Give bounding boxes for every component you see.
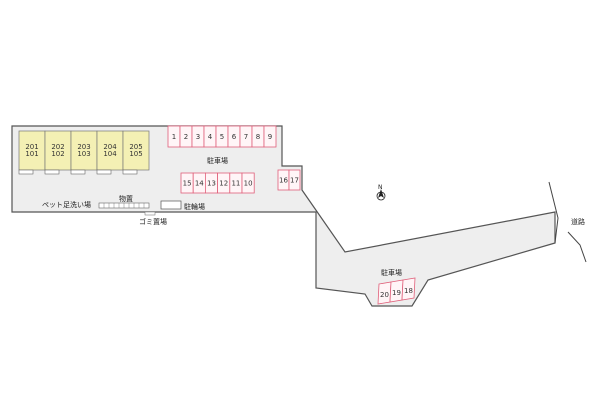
parking-space-number: 2: [184, 133, 188, 141]
unit-label-lower: 101: [25, 150, 38, 158]
bicycle-parking: [160, 200, 182, 210]
unit-205: [122, 130, 150, 171]
svg-text:N: N: [378, 184, 383, 191]
unit-label-upper: 202: [51, 143, 64, 151]
parking-space-17: [288, 169, 301, 191]
unit-201: [18, 130, 46, 171]
parking-space-9: [263, 125, 277, 148]
road-label: 道路: [571, 217, 585, 226]
unit-label-lower: 103: [77, 150, 90, 158]
lot-area: [11, 125, 556, 307]
parking-space-number: 9: [268, 133, 272, 141]
garbage-label: ゴミ置場: [139, 217, 167, 226]
parking-space-number: 19: [392, 289, 401, 297]
parking-space-number: 13: [207, 180, 216, 188]
unit-label-lower: 104: [103, 150, 117, 158]
parking-space-18: [401, 277, 416, 301]
parking-space-number: 18: [404, 287, 413, 295]
parking-space-number: 12: [219, 180, 228, 188]
parking-space-number: 15: [183, 180, 192, 188]
unit-label-lower: 102: [51, 150, 64, 158]
parking-space-number: 4: [208, 133, 213, 141]
parking-main-label: 駐車場: [207, 156, 228, 165]
unit-label-upper: 201: [25, 143, 38, 151]
parking-space-number: 10: [244, 180, 253, 188]
parking-space-number: 6: [232, 133, 237, 141]
parking-space-number: 16: [279, 177, 288, 185]
north-arrow-icon: N: [376, 184, 386, 201]
unit-label-lower: 105: [129, 150, 142, 158]
unit-entrances: [18, 169, 138, 175]
parking-space-number: 3: [196, 133, 200, 141]
pet-wash-fence: [98, 202, 150, 209]
parking-space-number: 8: [256, 133, 260, 141]
parking-space-number: 11: [231, 180, 240, 188]
garbage-area: [144, 211, 156, 216]
unit-label-upper: 204: [103, 143, 117, 151]
unit-label-upper: 205: [129, 143, 142, 151]
parking-space-number: 20: [380, 291, 389, 299]
parking-lower-label: 駐車場: [381, 268, 402, 277]
parking-space-number: 5: [220, 133, 224, 141]
parking-space-number: 1: [172, 133, 176, 141]
parking-space-number: 17: [290, 177, 299, 185]
pet-wash-label: ペット足洗い場: [42, 200, 91, 209]
parking-space-10: [241, 172, 255, 194]
parking-space-number: 14: [195, 180, 204, 188]
unit-label-upper: 203: [77, 143, 90, 151]
parking-space-number: 7: [244, 133, 248, 141]
road: [548, 181, 587, 263]
bicycle-label: 駐輪場: [184, 202, 205, 211]
storage-label: 物置: [119, 194, 133, 203]
